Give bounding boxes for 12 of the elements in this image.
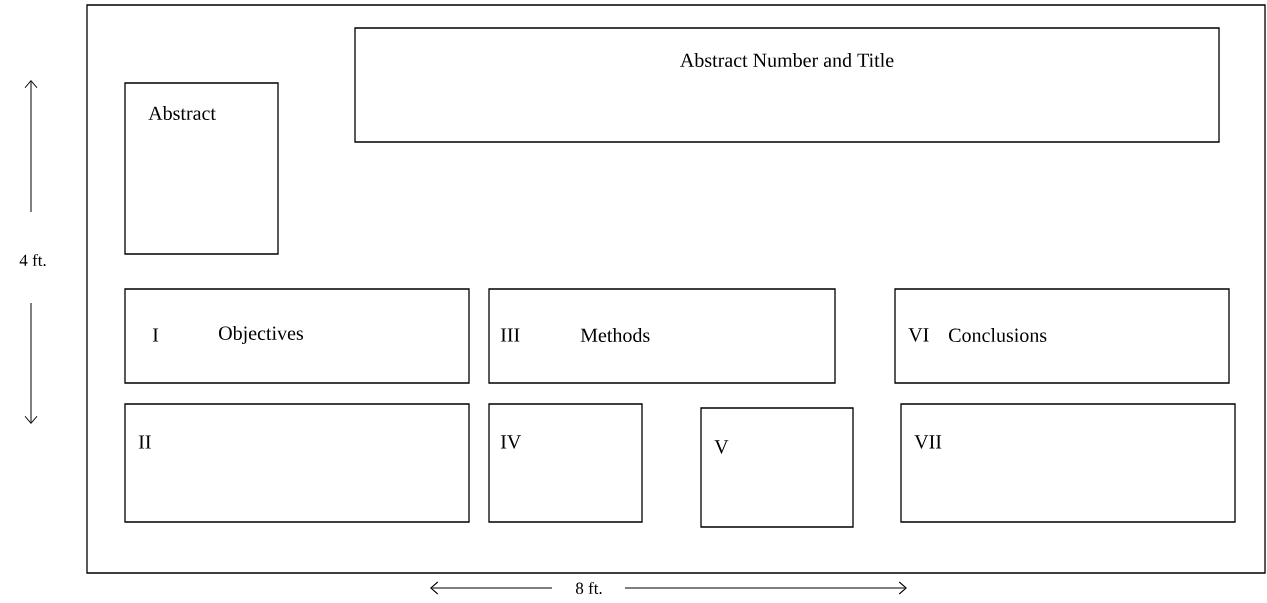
- section-box: VII: [900, 403, 1236, 523]
- title-box: Abstract Number and Title: [354, 27, 1220, 143]
- dimension-label: 8 ft.: [575, 581, 602, 595]
- section-box: I Objectives: [124, 288, 470, 384]
- poster-outline: [86, 4, 1266, 574]
- section-box: V: [700, 407, 854, 528]
- section-box: Abstract: [124, 82, 279, 255]
- dimension-label: 4 ft.: [19, 253, 46, 267]
- section-box: II: [124, 403, 470, 523]
- section-box: VI Conclusions: [894, 288, 1230, 384]
- section-box: III Methods: [488, 288, 836, 384]
- section-box: IV: [488, 403, 643, 523]
